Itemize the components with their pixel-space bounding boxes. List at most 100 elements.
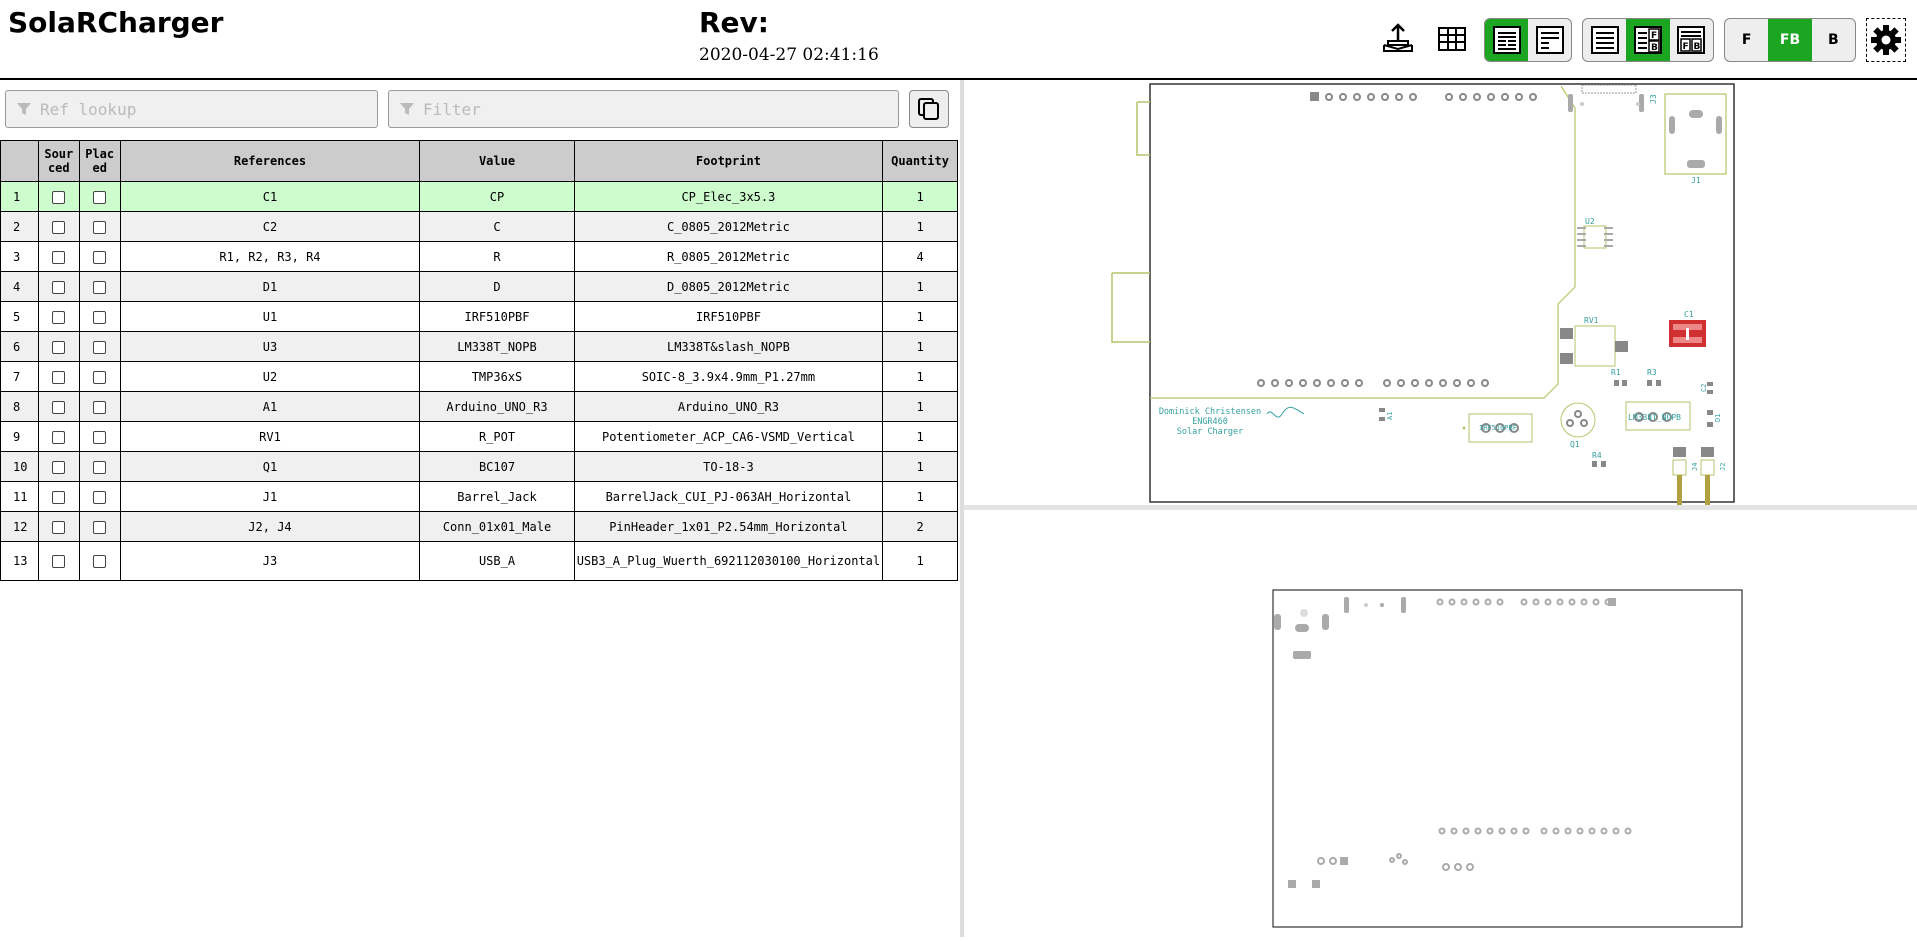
value-cell: Barrel_Jack — [419, 481, 575, 512]
sourced-cell — [37, 331, 80, 362]
placed-checkbox[interactable] — [93, 490, 107, 504]
sourced-checkbox[interactable] — [52, 555, 66, 568]
value-cell: TMP36xS — [419, 361, 575, 392]
bom-only-button[interactable] — [1583, 19, 1626, 61]
references-cell: J1 — [119, 481, 421, 512]
sourced-checkbox[interactable] — [52, 220, 66, 234]
placed-checkbox[interactable] — [93, 310, 107, 324]
sourced-cell — [37, 181, 80, 212]
col-placed-header[interactable]: Plac ed — [78, 140, 121, 182]
footprint-cell: PinHeader_1x01_P2.54mm_Horizontal — [573, 511, 884, 542]
filter-field[interactable]: Filter — [388, 90, 899, 128]
back-layer-button[interactable]: B — [1827, 32, 1839, 48]
value-cell: R_POT — [419, 421, 575, 452]
sourced-cell — [37, 301, 80, 332]
svg-text:J1: J1 — [1691, 176, 1701, 185]
col-sourced-header[interactable]: Sour ced — [37, 140, 80, 182]
revision-date: 2020-04-27 02:41:16 — [699, 45, 879, 65]
col-quantity-header[interactable]: Quantity — [882, 140, 958, 182]
sourced-checkbox[interactable] — [52, 190, 66, 204]
copy-button[interactable] — [909, 90, 949, 128]
placed-checkbox[interactable] — [93, 340, 107, 354]
placed-checkbox[interactable] — [93, 520, 107, 534]
col-footprint-header[interactable]: Footprint — [573, 140, 884, 182]
both-layers-button[interactable]: FB — [1768, 19, 1812, 61]
col-index-header[interactable] — [0, 140, 39, 182]
settings-button[interactable] — [1866, 18, 1906, 62]
svg-text:J3: J3 — [1649, 94, 1658, 104]
sourced-checkbox[interactable] — [52, 460, 66, 474]
placed-checkbox[interactable] — [93, 370, 107, 384]
ref-lookup-field[interactable]: Ref lookup — [5, 90, 378, 128]
placed-checkbox[interactable] — [93, 460, 107, 474]
grid-icon[interactable] — [1431, 18, 1473, 60]
layer-toggle-group: F FB B — [1724, 18, 1856, 62]
sourced-checkbox[interactable] — [52, 520, 66, 534]
layout-top-bottom-button[interactable] — [1528, 19, 1571, 61]
silkscreen-text: Dominick Christensen ENGR460 Solar Charg… — [1159, 407, 1261, 437]
references-cell: U1 — [119, 301, 421, 332]
quantity-cell: 1 — [882, 211, 958, 242]
page-title: SolaRCharger — [8, 6, 224, 39]
front-layer-button[interactable]: F — [1741, 32, 1752, 48]
col-references-header[interactable]: References — [119, 140, 421, 182]
row-index: 9 — [0, 421, 39, 452]
sourced-checkbox[interactable] — [52, 490, 66, 504]
barrel-jack-j1: J1 — [1664, 93, 1727, 185]
sourced-checkbox[interactable] — [52, 430, 66, 444]
sourced-checkbox[interactable] — [52, 400, 66, 414]
value-cell: IRF510PBF — [419, 301, 575, 332]
front-canvas[interactable]: J3 J1 U2 RV1 C1 R1 — [964, 80, 1917, 505]
signature-graphic — [1266, 406, 1305, 418]
placed-checkbox[interactable] — [93, 430, 107, 444]
vertical-splitter[interactable] — [960, 80, 964, 937]
value-cell: R — [419, 241, 575, 272]
footprint-cell: BarrelJack_CUI_PJ-063AH_Horizontal — [573, 481, 884, 512]
back-canvas[interactable] — [964, 510, 1917, 937]
arduino-outline — [1150, 85, 1576, 399]
placed-checkbox[interactable] — [93, 250, 107, 264]
row-index: 13 — [0, 541, 39, 581]
placed-checkbox[interactable] — [93, 190, 107, 204]
pot-rv1: RV1 — [1560, 316, 1628, 367]
layout-left-right-button[interactable] — [1485, 19, 1528, 61]
value-cell: USB_A — [419, 541, 575, 581]
placed-checkbox[interactable] — [93, 220, 107, 234]
placed-cell — [78, 331, 121, 362]
back-misc-pads — [1288, 853, 1474, 888]
sourced-checkbox[interactable] — [52, 370, 66, 384]
quantity-cell: 4 — [882, 241, 958, 272]
sourced-checkbox[interactable] — [52, 310, 66, 324]
footprint-cell: Arduino_UNO_R3 — [573, 391, 884, 422]
horizontal-splitter[interactable] — [964, 505, 1917, 510]
placed-checkbox[interactable] — [93, 280, 107, 294]
upload-icon[interactable] — [1377, 18, 1419, 60]
value-cell: CP — [419, 181, 575, 212]
sourced-checkbox[interactable] — [52, 340, 66, 354]
value-cell: BC107 — [419, 451, 575, 482]
placed-checkbox[interactable] — [93, 400, 107, 414]
placed-checkbox[interactable] — [93, 555, 107, 568]
sourced-checkbox[interactable] — [52, 250, 66, 264]
quantity-cell: 1 — [882, 271, 958, 302]
col-value-header[interactable]: Value — [419, 140, 575, 182]
references-cell: A1 — [119, 391, 421, 422]
svg-text:R4: R4 — [1592, 451, 1602, 460]
sourced-checkbox[interactable] — [52, 280, 66, 294]
